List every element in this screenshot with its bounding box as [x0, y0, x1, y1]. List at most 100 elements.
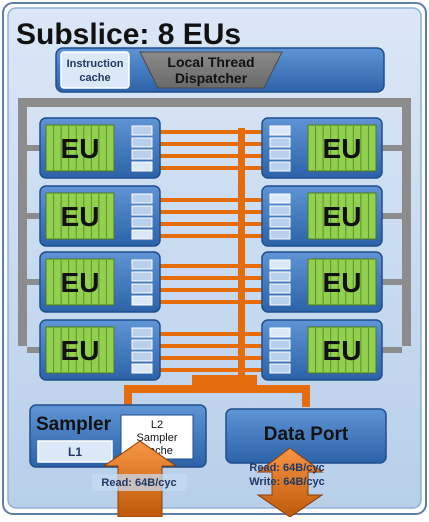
eu-label: EU [61, 267, 100, 298]
eu-thread-slot [131, 283, 153, 294]
bus-tick [382, 213, 402, 219]
data-port-read-label: Read: 64B/cyc [249, 462, 324, 474]
eu-thread-slot [269, 271, 291, 282]
eu-block: EU [261, 319, 383, 381]
sampler-bw-label-bg [92, 474, 187, 491]
thread-dispatch-bus [18, 98, 411, 346]
eu-connector [160, 332, 238, 336]
eu-thread-slot [131, 351, 153, 362]
eu-register-file [307, 124, 377, 172]
eu-connector [160, 198, 238, 202]
eu-thread-slot [269, 161, 291, 172]
eu-register-lines [53, 328, 107, 372]
eu-connector [245, 210, 262, 214]
eu-label: EU [323, 201, 362, 232]
eu-register-file [45, 326, 115, 374]
eu-register-file [45, 124, 115, 172]
eu-connector [245, 154, 262, 158]
bus-tick [27, 145, 40, 151]
eu-connector [245, 234, 262, 238]
eu-label: EU [323, 267, 362, 298]
bus-tick [27, 347, 40, 353]
eu-thread-slot [131, 259, 153, 270]
eu-thread-slot [131, 339, 153, 350]
eu-connector [160, 344, 238, 348]
instruction-cache-line2: cache [79, 72, 110, 84]
eu-register-file [307, 326, 377, 374]
eu-thread-slot [269, 125, 291, 136]
eu-register-lines [53, 126, 107, 170]
eu-thread-slot [131, 161, 153, 172]
eu-register-file [307, 258, 377, 306]
eu-connector [245, 356, 262, 360]
eu-thread-slot [131, 271, 153, 282]
eu-connector [160, 154, 238, 158]
eu-connector [160, 210, 238, 214]
eu-connectors [160, 130, 262, 372]
bus-tick [27, 279, 40, 285]
eu-thread-slot [269, 149, 291, 160]
eu-connector [245, 276, 262, 280]
eu-connector [245, 288, 262, 292]
eu-label: EU [61, 335, 100, 366]
eu-thread-slot [131, 295, 153, 306]
eu-connector [160, 234, 238, 238]
eu-block: EU [261, 251, 383, 313]
eu-thread-slot [131, 363, 153, 374]
dispatcher-line1: Local Thread [167, 54, 254, 70]
eu-register-lines [53, 194, 107, 238]
eu-thread-slot [269, 205, 291, 216]
eu-connector [160, 222, 238, 226]
eu-connector [245, 332, 262, 336]
eu-thread-slot [269, 351, 291, 362]
sampler-bw-label: Read: 64B/cyc [101, 477, 176, 489]
eu-register-lines [315, 260, 369, 304]
eu-thread-slot [131, 193, 153, 204]
bus-tick [382, 145, 402, 151]
eu-register-file [45, 258, 115, 306]
eu-block: EU [39, 251, 161, 313]
eu-connector [245, 368, 262, 372]
eu-register-lines [315, 328, 369, 372]
eu-connector [245, 166, 262, 170]
eu-thread-slot [269, 363, 291, 374]
eu-connector [160, 300, 238, 304]
eu-thread-slot [131, 217, 153, 228]
eu-connector [245, 264, 262, 268]
eu-label: EU [323, 335, 362, 366]
eu-connector [245, 142, 262, 146]
bus-tick [27, 213, 40, 219]
eu-thread-slot [131, 125, 153, 136]
eu-block: EU [261, 117, 383, 179]
eu-connector [160, 288, 238, 292]
eu-connector [245, 300, 262, 304]
eu-label: EU [61, 201, 100, 232]
eu-thread-slot [269, 339, 291, 350]
eu-block: EU [261, 185, 383, 247]
eu-block: EU [39, 319, 161, 381]
dispatcher-line2: Dispatcher [175, 70, 248, 86]
l2-cache-line1: L2 [151, 419, 163, 431]
eu-register-lines [315, 194, 369, 238]
eu-connector [160, 166, 238, 170]
eu-register-file [307, 192, 377, 240]
eu-thread-slot [269, 283, 291, 294]
data-port-rw-arrow [256, 447, 324, 518]
eu-thread-slot [269, 137, 291, 148]
l1-cache-label: L1 [68, 445, 82, 459]
subslice-title: Subslice: 8 EUs [16, 18, 241, 51]
instruction-cache-line1: Instruction [67, 58, 124, 70]
eu-register-file [45, 192, 115, 240]
eu-connector [245, 130, 262, 134]
eu-thread-slot [269, 229, 291, 240]
eu-thread-slot [131, 229, 153, 240]
data-port-label: Data Port [264, 424, 349, 445]
eu-connector [160, 130, 238, 134]
eu-thread-slot [269, 327, 291, 338]
data-port-write-label: Write: 64B/cyc [249, 476, 325, 488]
l1-cache-box [37, 440, 113, 463]
bus-tick [382, 347, 402, 353]
